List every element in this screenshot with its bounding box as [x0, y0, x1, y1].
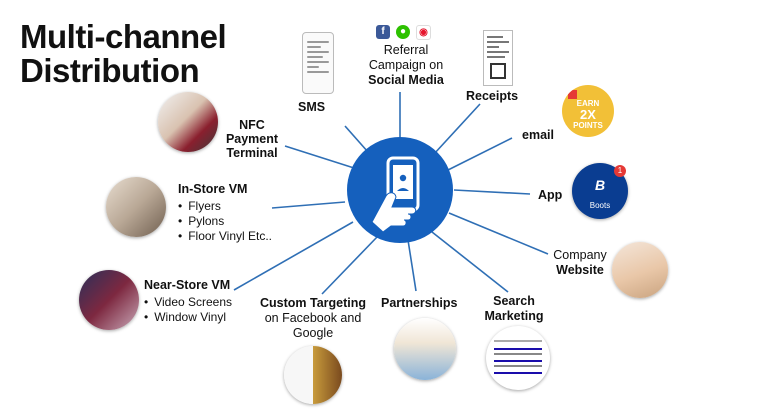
- website-label: Company Website: [550, 248, 610, 278]
- partnerships-label: Partnerships: [381, 296, 458, 310]
- near-store-block: Near-Store VM Video Screens Window Vinyl: [144, 278, 232, 325]
- nfc-line-2: Payment: [225, 132, 279, 146]
- connector-app: [453, 189, 531, 195]
- receipt-image: [483, 30, 513, 86]
- custom-targeting-label: Custom Targeting on Facebook and Google: [255, 296, 371, 341]
- email-image-text-1: EARN: [576, 99, 600, 108]
- email-logo-mark: [568, 90, 577, 99]
- facebook-icon: f: [376, 25, 390, 39]
- email-label: email: [522, 128, 554, 142]
- referral-line-1: Referral: [383, 43, 429, 57]
- connector-sms: [344, 125, 369, 153]
- email-image-text-2: 2X: [580, 107, 596, 122]
- sms-label: SMS: [298, 100, 326, 114]
- near-store-item: Video Screens: [144, 295, 232, 310]
- custom-line-3: Google: [292, 326, 334, 340]
- nfc-label: NFC Payment Terminal: [222, 118, 282, 160]
- connector-partnerships: [407, 239, 417, 292]
- receipts-label: Receipts: [466, 89, 519, 103]
- website-image: [612, 242, 668, 298]
- title-line-2: Distribution: [20, 52, 200, 89]
- connector-receipts: [433, 103, 481, 155]
- wechat-icon: ●: [396, 25, 410, 39]
- connector-nfc: [284, 145, 355, 169]
- page-title: Multi-channel Distribution: [20, 18, 227, 89]
- nfc-line-1: NFC: [239, 118, 265, 132]
- website-line-1: Company: [553, 248, 607, 262]
- in-store-block: In-Store VM Flyers Pylons Floor Vinyl Et…: [178, 182, 272, 244]
- website-line-2: Website: [556, 263, 604, 277]
- connector-custom: [321, 235, 379, 295]
- near-store-heading: Near-Store VM: [144, 278, 231, 292]
- app-brand-text: Boots: [589, 201, 611, 210]
- in-store-item: Floor Vinyl Etc..: [178, 229, 272, 244]
- email-image-text-3: POINTS: [573, 121, 603, 130]
- connector-in-store: [271, 201, 346, 209]
- connector-website: [448, 212, 549, 255]
- partnerships-image: [394, 318, 456, 380]
- connector-near-store: [233, 221, 354, 291]
- referral-line-3: Social Media: [368, 73, 444, 87]
- phone-in-hand-icon: [371, 156, 420, 233]
- email-image: EARN 2X POINTS: [562, 85, 614, 137]
- sms-phone-image: [302, 32, 334, 94]
- app-label: App: [538, 188, 563, 202]
- connector-search: [431, 231, 509, 293]
- search-line-1: Search: [493, 294, 535, 308]
- nfc-line-3: Terminal: [226, 146, 278, 160]
- in-store-image: [106, 177, 166, 237]
- connector-email: [447, 137, 513, 171]
- in-store-heading: In-Store VM: [178, 182, 248, 196]
- referral-label: Referral Campaign on Social Media: [360, 43, 452, 88]
- near-store-image: [79, 270, 139, 330]
- app-brand-mark: B: [594, 177, 606, 193]
- custom-line-2: on Facebook and: [264, 311, 362, 325]
- near-store-item: Window Vinyl: [144, 310, 232, 325]
- in-store-item: Pylons: [178, 214, 272, 229]
- custom-line-1: Custom Targeting: [259, 296, 367, 310]
- referral-line-2: Campaign on: [368, 58, 444, 72]
- custom-targeting-image: [284, 346, 342, 404]
- search-label: Search Marketing: [480, 294, 548, 324]
- title-line-1: Multi-channel: [20, 18, 227, 55]
- app-notification-badge: 1: [614, 165, 626, 177]
- nfc-terminal-image: [158, 92, 218, 152]
- weibo-icon: ◉: [416, 25, 431, 40]
- search-results-image: [486, 326, 550, 390]
- search-line-2: Marketing: [484, 309, 544, 323]
- in-store-item: Flyers: [178, 199, 272, 214]
